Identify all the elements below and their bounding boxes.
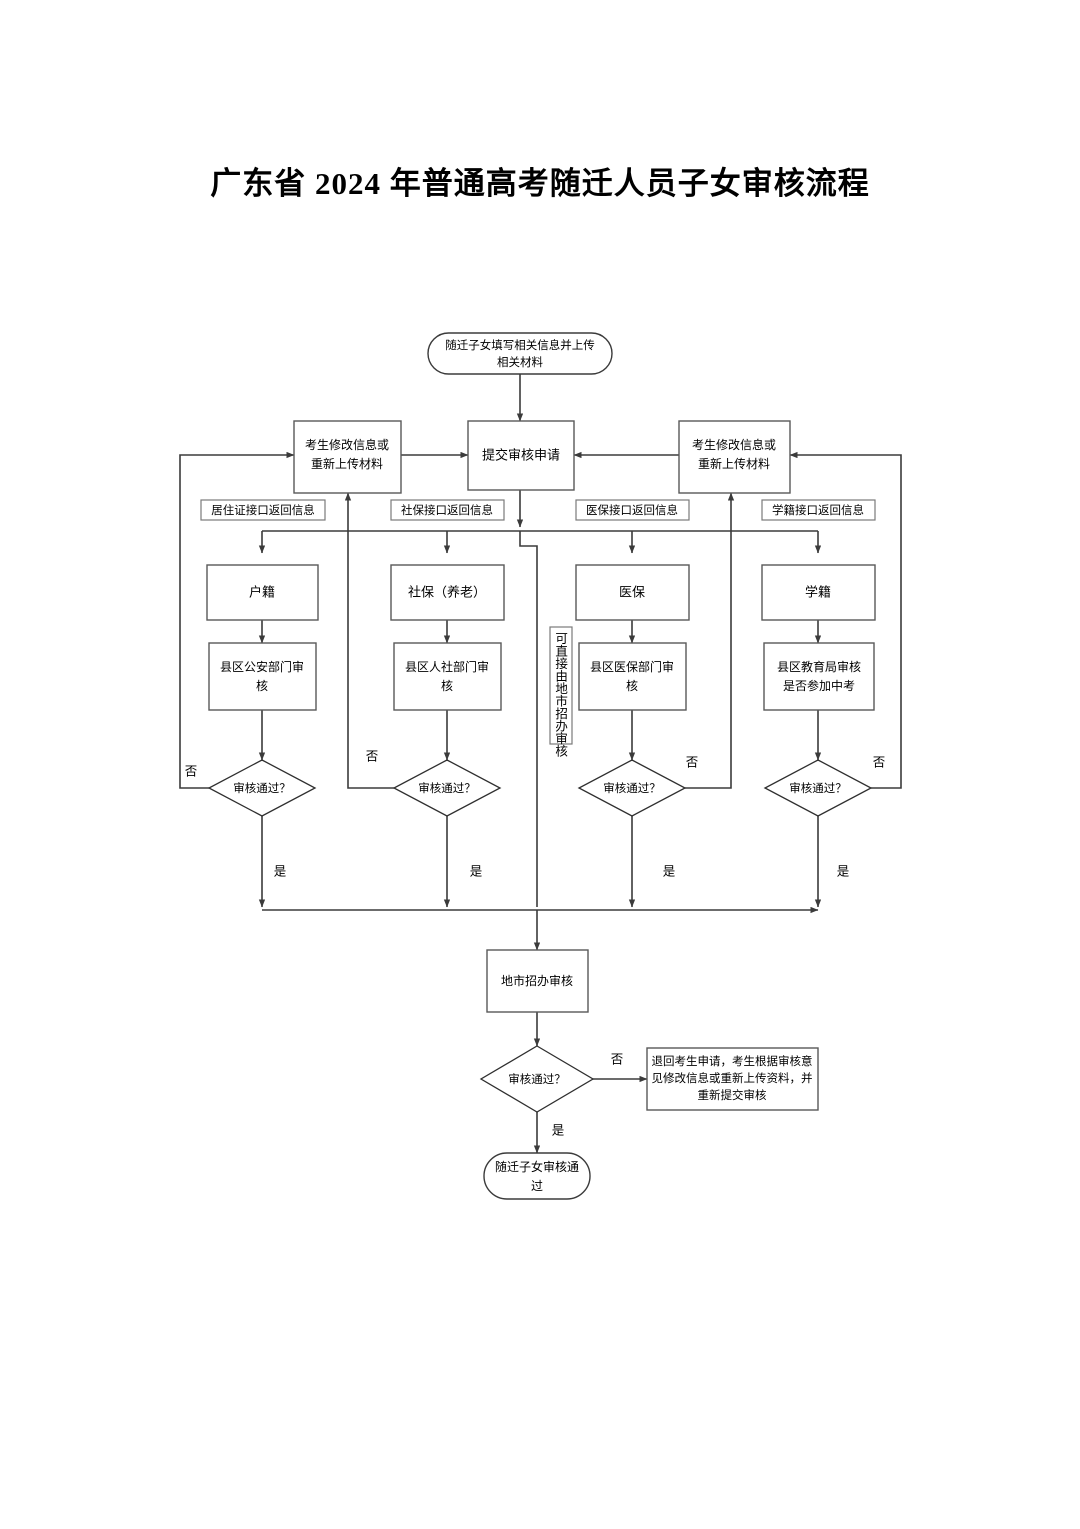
node-end-label-line2: 过	[531, 1179, 543, 1193]
node-hukou[interactable]: 户籍	[206, 564, 319, 621]
node-edu-review-label-line2: 是否参加中考	[783, 678, 855, 693]
annotation-residence-interface-label: 居住证接口返回信息	[211, 503, 315, 517]
node-modify-left[interactable]: 考生修改信息或 重新上传材料	[293, 420, 402, 494]
label-yes-1: 是	[274, 864, 287, 878]
annotation-school-interface-label: 学籍接口返回信息	[772, 503, 864, 517]
edge-d1-no-to-modifyleft	[179, 451, 295, 789]
node-yibao-label: 医保	[619, 584, 645, 599]
node-reject-label-line2: 见修改信息或重新上传资料，并	[652, 1071, 813, 1085]
node-shebao[interactable]: 社保（养老）	[390, 564, 505, 621]
node-edu-review[interactable]: 县区教育局审核 是否参加中考	[763, 642, 875, 711]
node-xueji-label: 学籍	[805, 584, 831, 599]
node-edu-review-label-line1: 县区教育局审核	[777, 659, 861, 674]
node-modify-right[interactable]: 考生修改信息或 重新上传材料	[678, 420, 791, 494]
node-modify-left-label-line2: 重新上传材料	[311, 456, 383, 471]
decision-1-label: 审核通过？	[233, 781, 291, 795]
node-medins-review[interactable]: 县区医保部门审 核	[578, 642, 687, 711]
decision-5[interactable]: 审核通过？	[479, 1045, 595, 1113]
page-title: 广东省 2024 年普通高考随迁人员子女审核流程	[210, 166, 870, 201]
node-police-review-label-line2: 核	[256, 679, 268, 693]
annotation-residence-interface: 居住证接口返回信息	[200, 499, 326, 521]
node-reject[interactable]: 退回考生申请，考生根据审核意 见修改信息或重新上传资料，并 重新提交审核	[646, 1047, 819, 1111]
decision-3[interactable]: 审核通过？	[577, 759, 687, 817]
node-xueji[interactable]: 学籍	[761, 564, 876, 621]
node-submit-label: 提交审核申请	[482, 447, 560, 462]
label-yes-4: 是	[837, 864, 850, 878]
node-hrss-review-label-line2: 核	[441, 679, 453, 693]
decision-5-label: 审核通过？	[508, 1072, 566, 1086]
annotation-school-interface: 学籍接口返回信息	[761, 499, 876, 521]
node-shebao-label: 社保（养老）	[408, 584, 486, 599]
node-reject-label-line3: 重新提交审核	[698, 1088, 767, 1102]
edge-submit-direct-to-city	[519, 531, 538, 907]
edges-layer	[179, 374, 902, 1154]
node-yibao[interactable]: 医保	[575, 564, 690, 621]
node-end[interactable]: 随迁子女审核通 过	[483, 1152, 591, 1200]
node-city-review-label: 地市招办审核	[501, 973, 573, 988]
annotation-direct-city-review	[549, 626, 573, 745]
annotation-medical-interface-label: 医保接口返回信息	[586, 503, 678, 517]
node-start-label-line1: 随迁子女填写相关信息并上传	[445, 338, 595, 352]
node-police-review[interactable]: 县区公安部门审 核	[208, 642, 317, 711]
edge-d2-no-to-modifyleft	[344, 492, 394, 789]
decision-4-label: 审核通过？	[789, 781, 847, 795]
label-no-3: 否	[686, 755, 699, 769]
node-modify-right-label-line2: 重新上传材料	[698, 456, 770, 471]
node-modify-left-label-line1: 考生修改信息或	[305, 437, 389, 452]
node-end-label-line1: 随迁子女审核通	[495, 1159, 579, 1174]
annotation-medical-interface: 医保接口返回信息	[575, 499, 690, 521]
label-no-4: 否	[873, 755, 886, 769]
decision-4[interactable]: 审核通过？	[763, 759, 873, 817]
node-hrss-review-label-line1: 县区人社部门审	[405, 659, 489, 674]
node-hukou-label: 户籍	[249, 584, 275, 599]
node-start[interactable]: 随迁子女填写相关信息并上传 相关材料	[427, 332, 613, 375]
node-city-review[interactable]: 地市招办审核	[486, 949, 589, 1013]
node-reject-label-line1: 退回考生申请，考生根据审核意	[652, 1054, 813, 1068]
edge-labels-layer: 否 否 否 否 是 是 是 是 否 是	[185, 749, 886, 1137]
edge-d3-no-to-modifyright	[685, 492, 735, 789]
annotation-social-interface: 社保接口返回信息	[390, 499, 505, 521]
annotation-social-interface-label: 社保接口返回信息	[401, 503, 493, 517]
node-start-label-line2: 相关材料	[497, 355, 543, 369]
label-no-5: 否	[611, 1052, 624, 1066]
node-medins-review-label-line1: 县区医保部门审	[590, 659, 674, 674]
decision-3-label: 审核通过？	[603, 781, 661, 795]
label-yes-2: 是	[470, 864, 483, 878]
edge-d4-no-to-modifyright	[789, 451, 902, 789]
node-modify-right-label-line1: 考生修改信息或	[692, 437, 776, 452]
decision-2-label: 审核通过？	[418, 781, 476, 795]
label-yes-5: 是	[552, 1123, 565, 1137]
label-no-1: 否	[185, 764, 198, 778]
label-yes-3: 是	[663, 864, 676, 878]
node-submit[interactable]: 提交审核申请	[467, 420, 575, 491]
node-police-review-label-line1: 县区公安部门审	[220, 659, 304, 674]
label-no-2: 否	[366, 749, 379, 763]
annotation-direct-city-review-label: 可直接由地市招办审核	[553, 632, 568, 757]
decision-2[interactable]: 审核通过？	[392, 759, 502, 817]
node-medins-review-label-line2: 核	[626, 679, 638, 693]
decision-1[interactable]: 审核通过？	[207, 759, 317, 817]
node-hrss-review[interactable]: 县区人社部门审 核	[393, 642, 502, 711]
